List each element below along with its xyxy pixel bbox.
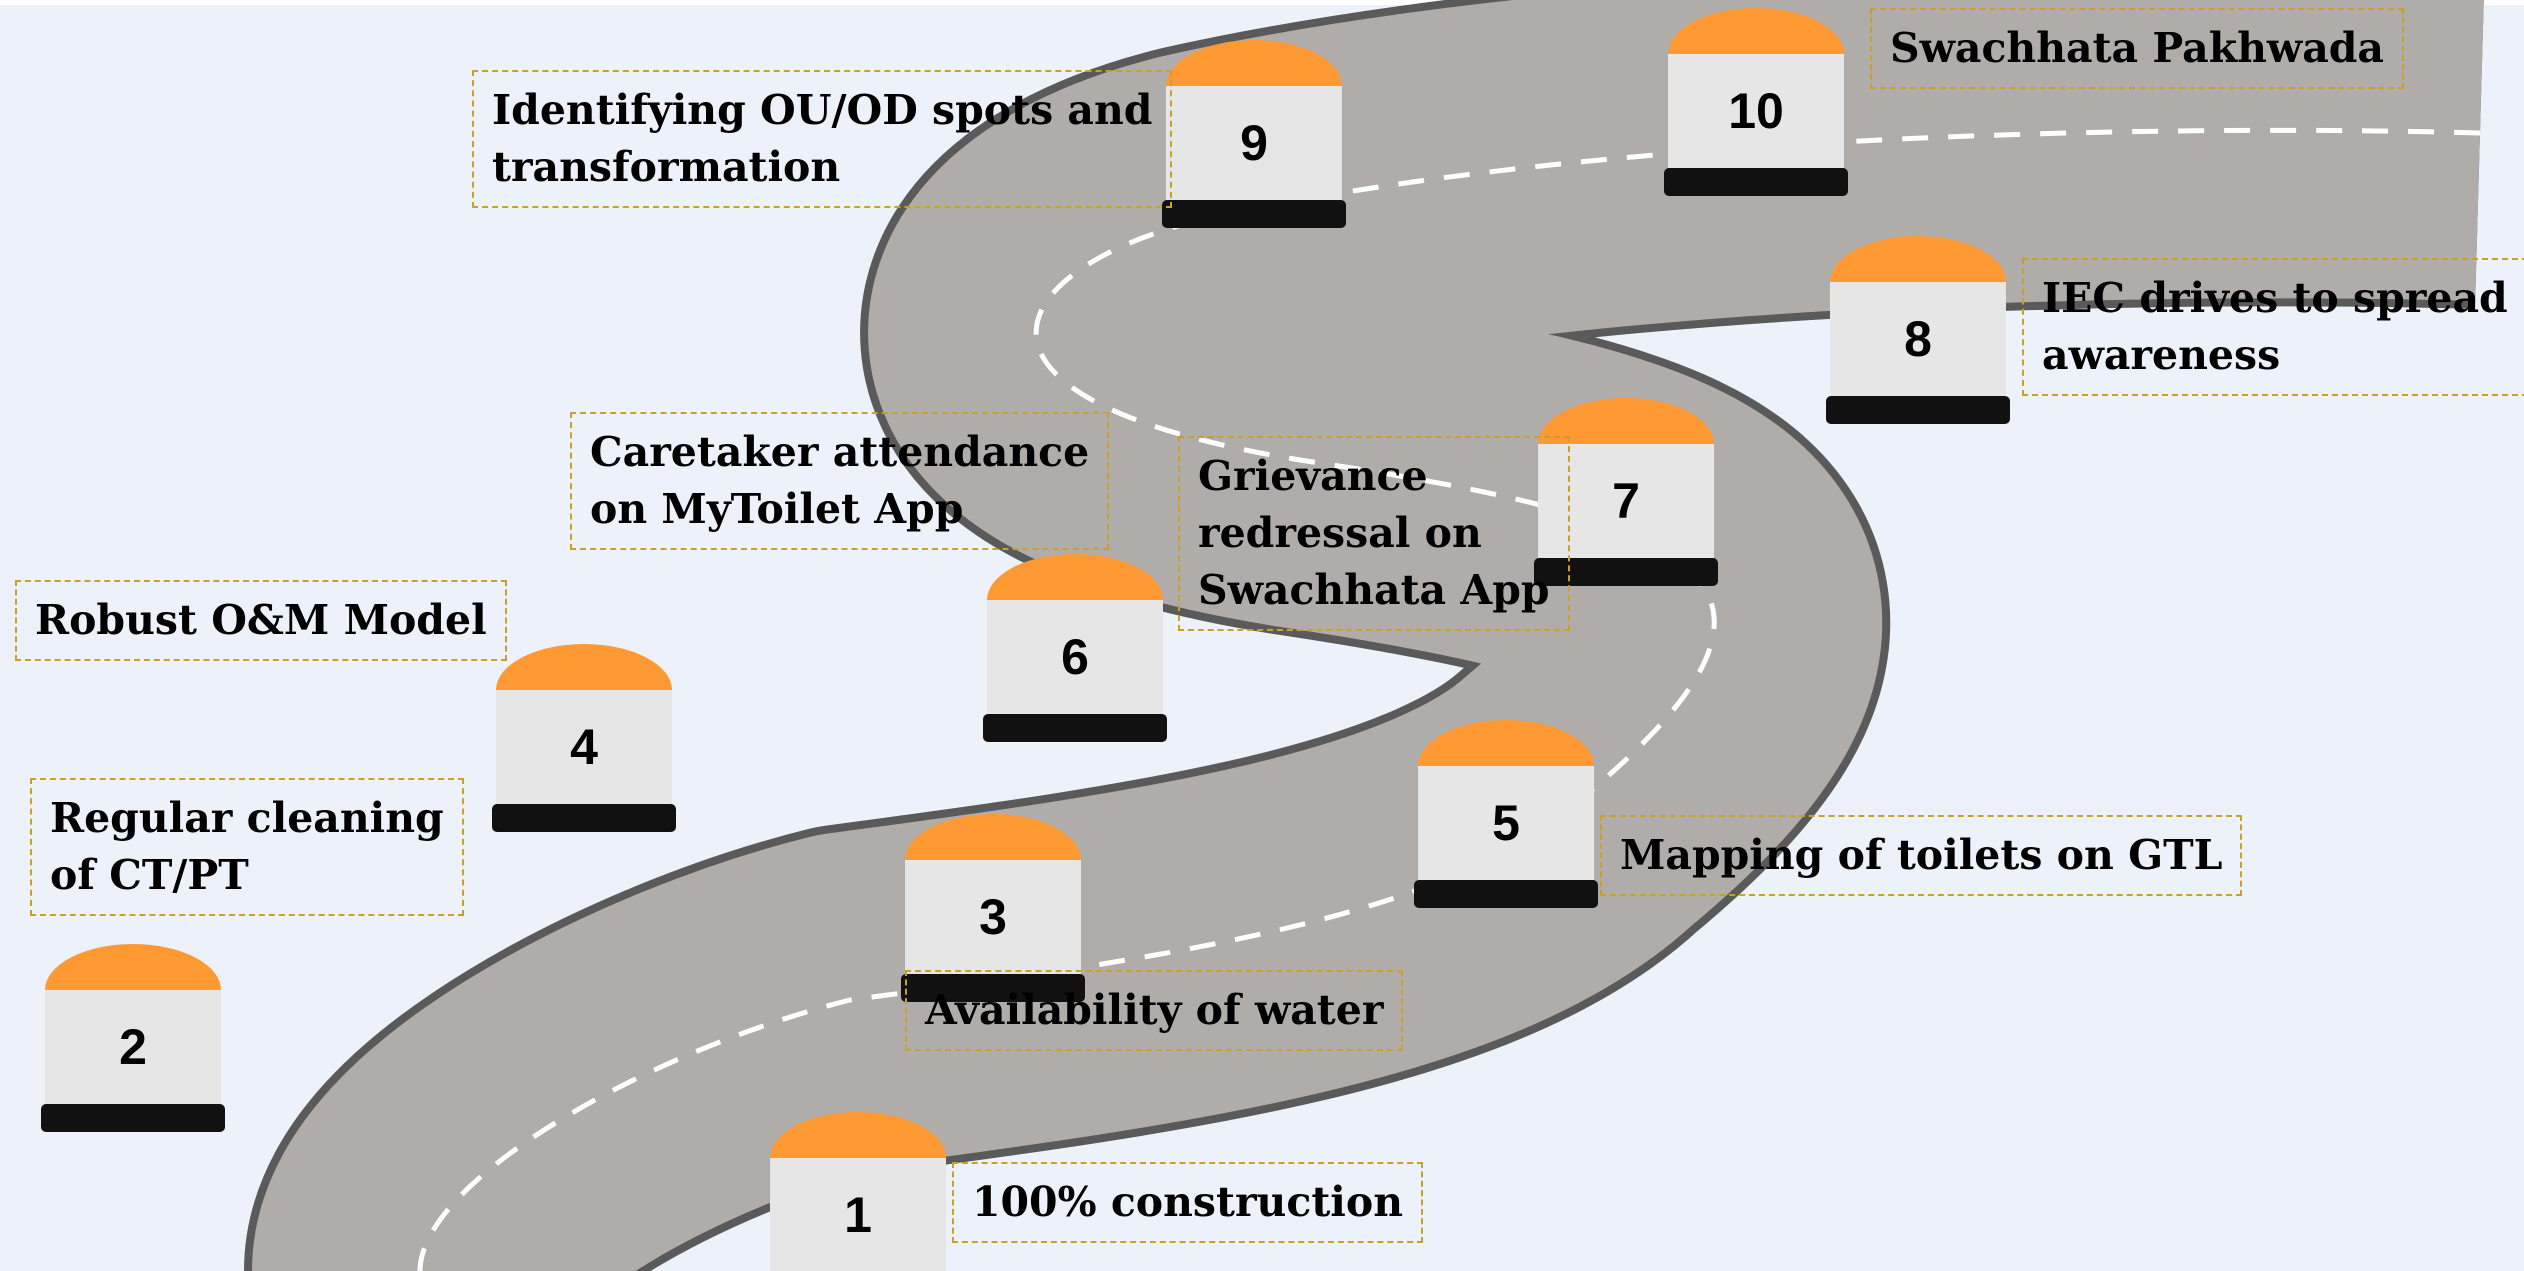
milestone-8: 8 xyxy=(1826,236,2010,424)
milestone-number: 9 xyxy=(1166,86,1342,200)
milestone-base xyxy=(1664,168,1848,196)
milestone-number: 1 xyxy=(770,1158,946,1271)
milestone-6: 6 xyxy=(983,554,1167,742)
milestone-1: 1 xyxy=(770,1112,946,1271)
milestone-base xyxy=(1414,880,1598,908)
milestone-4: 4 xyxy=(492,644,676,832)
milestone-cap xyxy=(770,1112,946,1158)
milestone-3-label: Availability of water xyxy=(905,970,1404,1051)
road-center-dash xyxy=(417,127,2481,1271)
milestone-cap xyxy=(496,644,672,690)
milestone-cap xyxy=(1830,236,2006,282)
milestone-9: 9 xyxy=(1162,40,1346,228)
milestone-base xyxy=(1534,558,1718,586)
milestone-4-label: Robust O&M Model xyxy=(15,580,507,661)
milestone-2: 2 xyxy=(41,944,225,1132)
milestone-10: 10 xyxy=(1664,8,1848,196)
milestone-number: 5 xyxy=(1418,766,1594,880)
milestone-base xyxy=(1826,396,2010,424)
milestone-7: 7 xyxy=(1534,398,1718,586)
milestone-cap xyxy=(905,814,1081,860)
milestone-2-label: Regular cleaning of CT/PT xyxy=(30,778,464,916)
milestone-1-label: 100% construction xyxy=(952,1162,1424,1243)
milestone-number: 8 xyxy=(1830,282,2006,396)
milestone-3: 3 xyxy=(901,814,1085,1002)
milestone-cap xyxy=(987,554,1163,600)
milestone-7-label: Grievance redressal on Swachhata App xyxy=(1178,436,1570,631)
milestone-number: 6 xyxy=(987,600,1163,714)
milestone-number: 3 xyxy=(905,860,1081,974)
milestone-5: 5 xyxy=(1414,720,1598,908)
milestone-8-label: IEC drives to spread awareness xyxy=(2022,258,2524,396)
milestone-5-label: Mapping of toilets on GTL xyxy=(1600,815,2243,896)
milestone-9-label: Identifying OU/OD spots and transformati… xyxy=(472,70,1173,208)
milestone-cap xyxy=(1418,720,1594,766)
milestone-base xyxy=(1162,200,1346,228)
milestone-base xyxy=(41,1104,225,1132)
milestone-cap xyxy=(45,944,221,990)
milestone-cap xyxy=(1166,40,1342,86)
milestone-number: 10 xyxy=(1668,54,1844,168)
top-border xyxy=(0,0,2524,5)
milestone-cap xyxy=(1668,8,1844,54)
milestone-number: 4 xyxy=(496,690,672,804)
milestone-base xyxy=(492,804,676,832)
milestone-number: 2 xyxy=(45,990,221,1104)
milestone-base xyxy=(901,974,1085,1002)
milestone-number: 7 xyxy=(1538,444,1714,558)
milestone-6-label: Caretaker attendance on MyToilet App xyxy=(570,412,1110,550)
milestone-base xyxy=(983,714,1167,742)
milestone-10-label: Swachhata Pakhwada xyxy=(1870,8,2405,89)
